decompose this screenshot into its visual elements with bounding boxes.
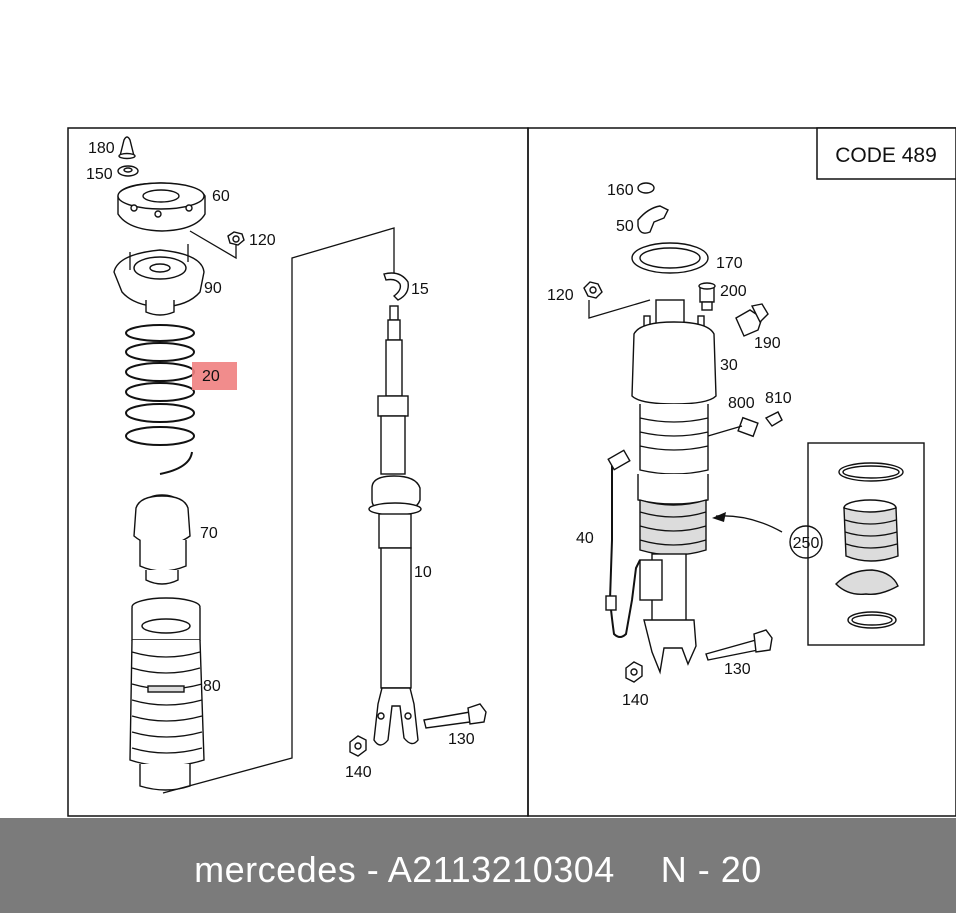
part-90-spring-seat [113, 244, 205, 316]
part-130-bolt-right [705, 629, 773, 661]
part-800-sensor [707, 416, 759, 438]
highlight-part-20 [192, 362, 237, 390]
label-250: 250 [793, 535, 820, 552]
footer-position: N - 20 [660, 849, 762, 890]
label-180: 180 [88, 140, 115, 157]
label-80: 80 [203, 678, 221, 695]
label-200: 200 [720, 283, 747, 300]
label-130-left: 130 [448, 731, 475, 748]
part-200-valve [698, 282, 716, 311]
part-30-air-strut [631, 299, 717, 675]
part-15-clip [383, 272, 409, 301]
part-190-fitting [735, 303, 769, 337]
label-160: 160 [607, 182, 634, 199]
part-40-sensor-cable [605, 449, 641, 638]
label-40: 40 [576, 530, 594, 547]
label-140-left: 140 [345, 764, 372, 781]
part-120-nut-right [583, 281, 603, 299]
label-120-left: 120 [249, 232, 276, 249]
callout-250 [789, 525, 823, 559]
part-250-boot-kit [843, 499, 899, 562]
label-10: 10 [414, 564, 432, 581]
part-810-connector [764, 411, 783, 427]
part-60-top-mount [117, 182, 206, 232]
label-20: 20 [202, 368, 220, 385]
part-130-bolt-left [423, 703, 487, 729]
label-120-right: 120 [547, 287, 574, 304]
label-190: 190 [754, 335, 781, 352]
label-60: 60 [212, 188, 230, 205]
label-70: 70 [200, 525, 218, 542]
part-20-coil-spring [125, 324, 195, 475]
footer-caption: mercedes - A2113210304 N - 20 [0, 849, 956, 891]
part-170-gasket [631, 242, 709, 274]
part-140-nut-right [625, 661, 643, 683]
label-50: 50 [616, 218, 634, 235]
part-150-washer [117, 165, 139, 177]
part-50-bracket [637, 205, 669, 234]
code-box [816, 127, 956, 180]
label-810: 810 [765, 390, 792, 407]
label-130-right: 130 [724, 661, 751, 678]
footer-part-number: mercedes - A2113210304 [194, 849, 615, 890]
footer-bar [0, 818, 956, 913]
part-140-nut-left [349, 735, 367, 757]
label-30: 30 [720, 357, 738, 374]
part-120-nut-left [227, 231, 245, 246]
label-90: 90 [204, 280, 222, 297]
label-800: 800 [728, 395, 755, 412]
right-panel-frame [527, 127, 956, 817]
code-box-label: CODE 489 [835, 144, 937, 167]
detail-box-250 [807, 442, 925, 646]
label-15: 15 [411, 281, 429, 298]
label-170: 170 [716, 255, 743, 272]
part-80-dust-boot [129, 597, 205, 791]
label-150: 150 [86, 166, 113, 183]
label-140-right: 140 [622, 692, 649, 709]
part-70-bump-stop [133, 494, 191, 585]
part-180-cap [118, 136, 136, 160]
part-10-shock-absorber [368, 305, 422, 746]
part-160-washer [637, 182, 655, 194]
